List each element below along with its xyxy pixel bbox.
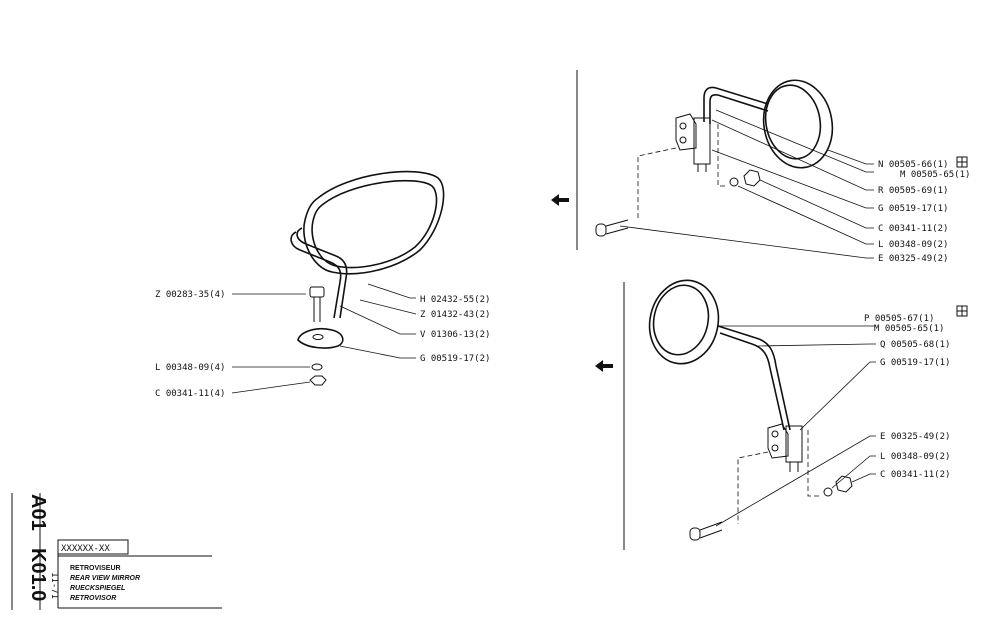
title-block: A01 K01.0 11-71 XXXXXX-XX RETROVISEUR RE… bbox=[11, 493, 222, 610]
arrow-left-icon bbox=[595, 360, 613, 372]
box-symbol-icon bbox=[956, 305, 968, 317]
label-g-bracket: G 00519-17(1) bbox=[878, 204, 948, 214]
label-g-bracket: G 00519-17(2) bbox=[420, 354, 490, 364]
box-symbol-icon bbox=[956, 156, 968, 168]
label-h-mirror: H 02432-55(2) bbox=[420, 295, 490, 305]
mount-bracket bbox=[297, 327, 344, 349]
round-mirror-top-inner bbox=[764, 84, 822, 160]
support-rod-2 bbox=[296, 227, 348, 319]
label-v-rod: V 01306-13(2) bbox=[420, 330, 490, 340]
label-c-nut: C 00341-11(4) bbox=[155, 389, 225, 399]
arrow-left-icon bbox=[551, 194, 569, 206]
label-m-glass: M 00505-65(1) bbox=[874, 324, 944, 334]
label-l-washer: L 00348-09(2) bbox=[878, 240, 948, 250]
label-l-washer: L 00348-09(2) bbox=[880, 452, 950, 462]
bottom-right-mirror-assembly: P 00505-67(1) M 00505-65(1) Q 00505-68(1… bbox=[648, 279, 968, 541]
doc-date: 11-71 bbox=[49, 572, 59, 599]
doc-code-a01: A01 bbox=[27, 494, 49, 531]
label-e-screw: E 00325-49(2) bbox=[880, 432, 950, 442]
title-english: REAR VIEW MIRROR bbox=[70, 575, 140, 582]
label-z-screw: Z 00283-35(4) bbox=[155, 290, 225, 300]
label-n-mirror: N 00505-66(1) bbox=[878, 160, 948, 170]
top-right-mirror-assembly: N 00505-66(1) M 00505-65(1) R 00505-69(1… bbox=[595, 79, 970, 264]
label-m-glass: M 00505-65(1) bbox=[900, 170, 970, 180]
round-mirror-bottom bbox=[648, 279, 720, 365]
label-l-washer: L 00348-09(4) bbox=[155, 363, 225, 373]
doc-ref: XXXXXX-XX bbox=[61, 544, 110, 554]
label-c-nut: C 00341-11(2) bbox=[880, 470, 950, 480]
doc-code-k010: K01.0 bbox=[27, 548, 49, 601]
support-rod bbox=[290, 231, 342, 319]
label-g-bracket: G 00519-17(1) bbox=[880, 358, 950, 368]
label-r-arm: R 00505-69(1) bbox=[878, 186, 948, 196]
label-q-arm: Q 00505-68(1) bbox=[880, 340, 950, 350]
label-p-mirror: P 00505-67(1) bbox=[864, 314, 934, 324]
round-mirror-bottom-inner bbox=[652, 284, 710, 356]
rect-mirror-frame-inner bbox=[311, 179, 438, 269]
title-german: RUECKSPIEGEL bbox=[70, 585, 125, 592]
title-spanish: RETROVISOR bbox=[70, 595, 116, 602]
left-mirror-assembly: Z 00283-35(4) H 02432-55(2) Z 01432-43(2… bbox=[155, 170, 490, 399]
label-c-nut: C 00341-11(2) bbox=[878, 224, 948, 234]
label-z-pin: Z 01432-43(2) bbox=[420, 310, 490, 320]
label-e-screw: E 00325-49(2) bbox=[878, 254, 948, 264]
rect-mirror-frame bbox=[303, 170, 445, 275]
title-french: RETROVISEUR bbox=[70, 565, 121, 572]
